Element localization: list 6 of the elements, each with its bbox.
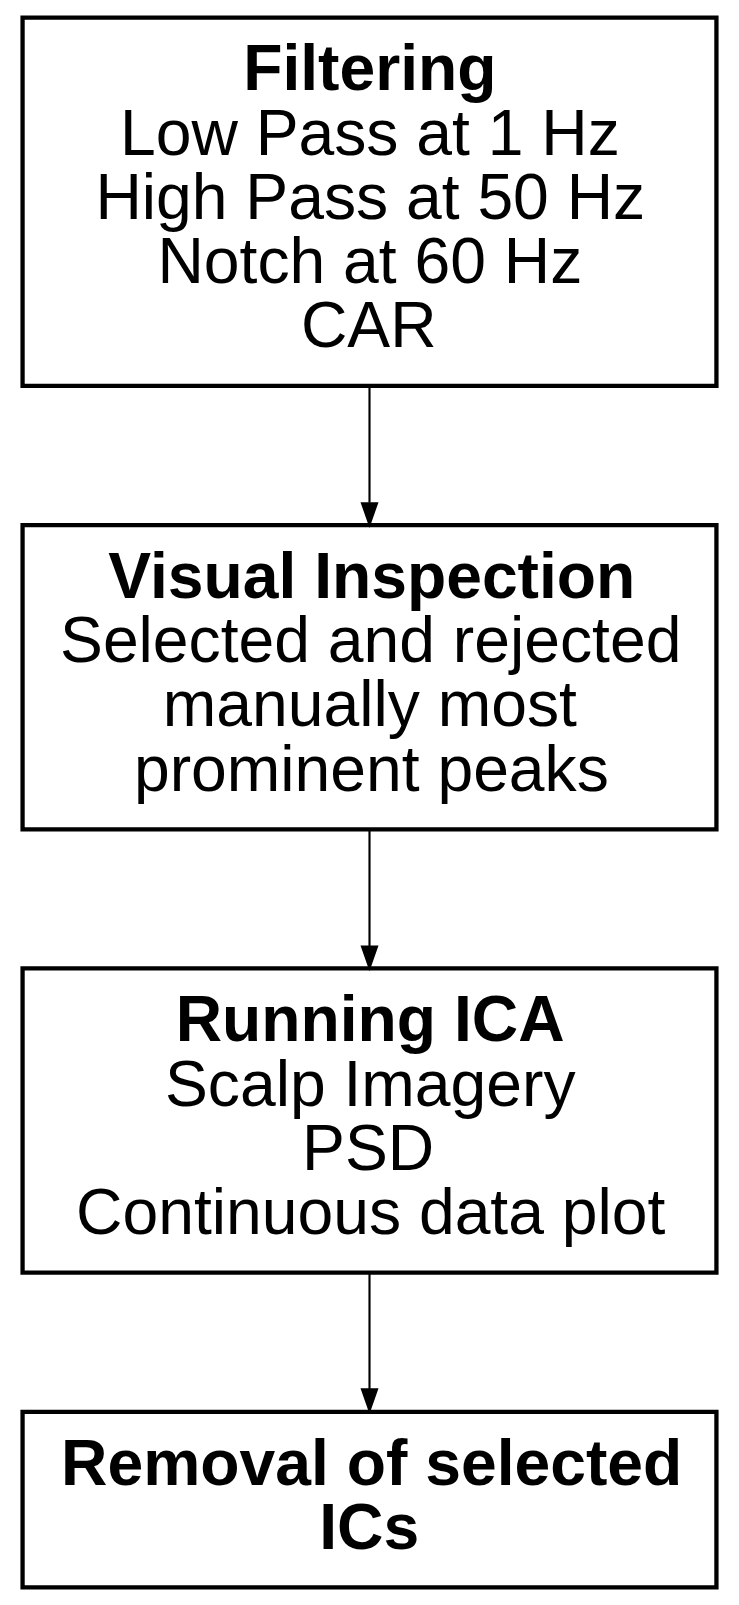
arrow: [360, 386, 379, 528]
node-box: Visual Inspection Selected and rejected manually most prominent peaks: [20, 523, 719, 832]
arrow: [360, 829, 379, 972]
node-box: Filtering Low Pass at 1 Hz High Pass at 50 Hz Notch at 60 Hz CAR: [20, 15, 719, 389]
node-box: Removal of selected ICs: [20, 1409, 719, 1590]
node-box: Running ICA Scalp Imagery PSD Continuous data plot: [20, 966, 719, 1275]
